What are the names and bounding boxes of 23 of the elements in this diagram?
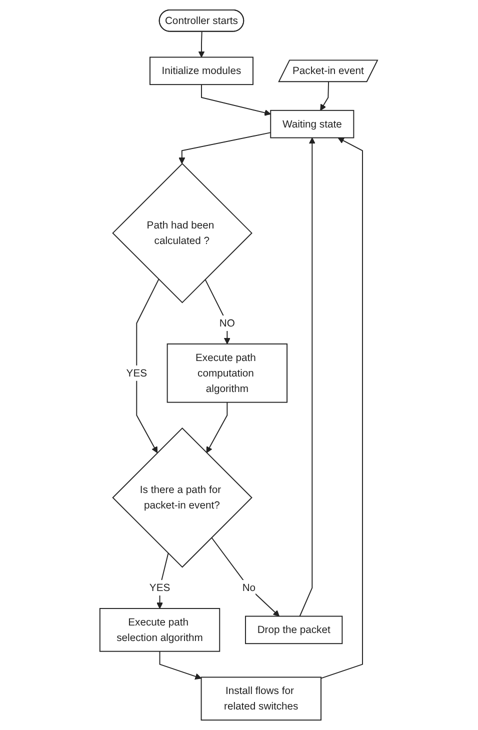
edge-label: YES: [150, 582, 170, 594]
arrow: [320, 82, 330, 111]
arrow: [198, 31, 206, 58]
arrow: [204, 278, 231, 344]
node-box: Waiting state: [270, 110, 354, 138]
arrow: [320, 137, 364, 679]
edge-label: YES: [126, 366, 148, 379]
node-box: Initialize modules: [150, 56, 254, 86]
arrow: [206, 402, 228, 454]
arrow: [300, 137, 316, 617]
arrow: [178, 132, 272, 164]
node-diamond: Is there a path for packet-in event?: [112, 428, 253, 568]
edge-label: NO: [220, 316, 236, 329]
node-box: Install flows for related switches: [201, 676, 322, 721]
node-box: Execute path computation algorithm: [167, 343, 288, 403]
edge-label: No: [242, 582, 256, 594]
node-box: Execute path selection algorithm: [100, 608, 220, 652]
arrow: [136, 278, 160, 454]
arrow: [160, 650, 202, 680]
arrow: [211, 537, 280, 617]
node-diamond: Path had been calculated ?: [112, 162, 253, 304]
arrow: [201, 84, 272, 116]
node-box: Drop the packet: [245, 616, 343, 644]
